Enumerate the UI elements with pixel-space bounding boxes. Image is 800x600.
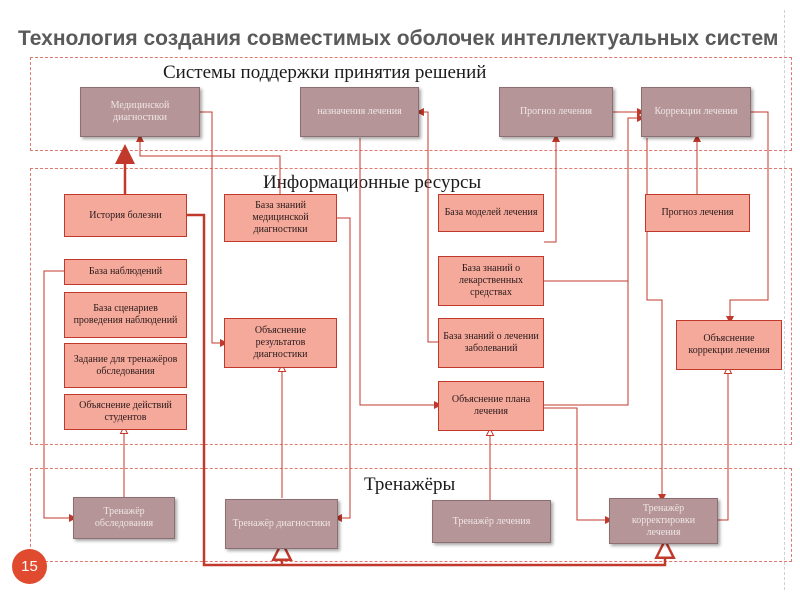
page-number-badge: 15: [12, 549, 47, 584]
box-obyasnenie-diagnostiki: Объяснение результатов диагностики: [224, 318, 337, 368]
line-plan-to-korr: [544, 281, 629, 406]
line-istoriya-to-trainers: [187, 213, 665, 567]
region-info-resources: [30, 168, 792, 445]
line-med-diag-to-obyas-diag: [200, 111, 228, 347]
slide-title: Технология создания совместимых оболочек…: [18, 27, 779, 50]
box-trenazher-korrektirovki: Тренажёр корректировки лечения: [609, 498, 718, 544]
line-bz-to-tr-diag: [334, 217, 351, 522]
box-istoriya-bolezni: История болезни: [64, 194, 187, 237]
line-naznach-to-plan: [359, 138, 442, 409]
box-obyasnenie-korrekcii: Объяснение коррекции лечения: [676, 320, 782, 370]
box-prognoz-lecheniya-right: Прогноз лечения: [645, 194, 750, 232]
box-bz-lechenii-zabolevaniy: База знаний о лечении заболеваний: [438, 318, 544, 368]
line-plan-to-tr-korr: [544, 407, 613, 524]
box-zadanie-trenazherov: Задание для тренажёров обследования: [64, 343, 187, 388]
decorative-dashed-line: [784, 10, 785, 590]
box-trenazher-lecheniya: Тренажёр лечения: [432, 500, 551, 543]
box-baza-nablyudeniy: База наблюдений: [64, 259, 187, 285]
box-prognoz-lecheniya-top: Прогноз лечения: [499, 87, 613, 137]
box-med-diagnostics: Медицинской диагностики: [80, 87, 200, 137]
box-naznacheniya-lecheniya: назначения лечения: [300, 87, 419, 137]
box-obyasnenie-plana: Объяснение плана лечения: [438, 381, 544, 431]
box-bz-lekarstvennyh-sredstv: База знаний о лекарственных средствах: [438, 256, 544, 306]
box-trenazher-obsledovaniya: Тренажёр обследования: [73, 497, 175, 539]
arrow-tr-korr-to-obyas-korr: [718, 370, 728, 521]
box-bz-med-diagnostiki: База знаний медицинской диагностики: [224, 194, 337, 242]
box-korrekcii-lecheniya: Коррекции лечения: [641, 87, 751, 137]
region-label-info: Информационные ресурсы: [263, 172, 482, 193]
region-label-decision: Системы поддержки принятия решений: [163, 62, 487, 83]
line-bz-to-med-diag: [136, 134, 281, 194]
box-trenazher-diagnostiki: Тренажёр диагностики: [225, 499, 338, 549]
line-korr-to-tr-korr: [646, 138, 666, 502]
line-left-bracket: [43, 270, 77, 522]
line-korr-to-obyas-korr: [726, 111, 769, 324]
region-label-trainers: Тренажёры: [364, 474, 456, 495]
box-baza-modeley-lecheniya: База моделей лечения: [438, 194, 544, 232]
line-bzlech-to-naznach: [416, 108, 438, 343]
box-obyasnenie-studentov: Объяснение действий студентов: [64, 394, 187, 430]
line-bzlek-to-prognoz: [544, 134, 560, 243]
region-decision-support: [30, 57, 792, 151]
line-bzlek-to-korr: [544, 114, 645, 282]
region-trainers: [30, 468, 792, 562]
box-baza-scenariev: База сценариев проведения наблюдений: [64, 292, 187, 338]
